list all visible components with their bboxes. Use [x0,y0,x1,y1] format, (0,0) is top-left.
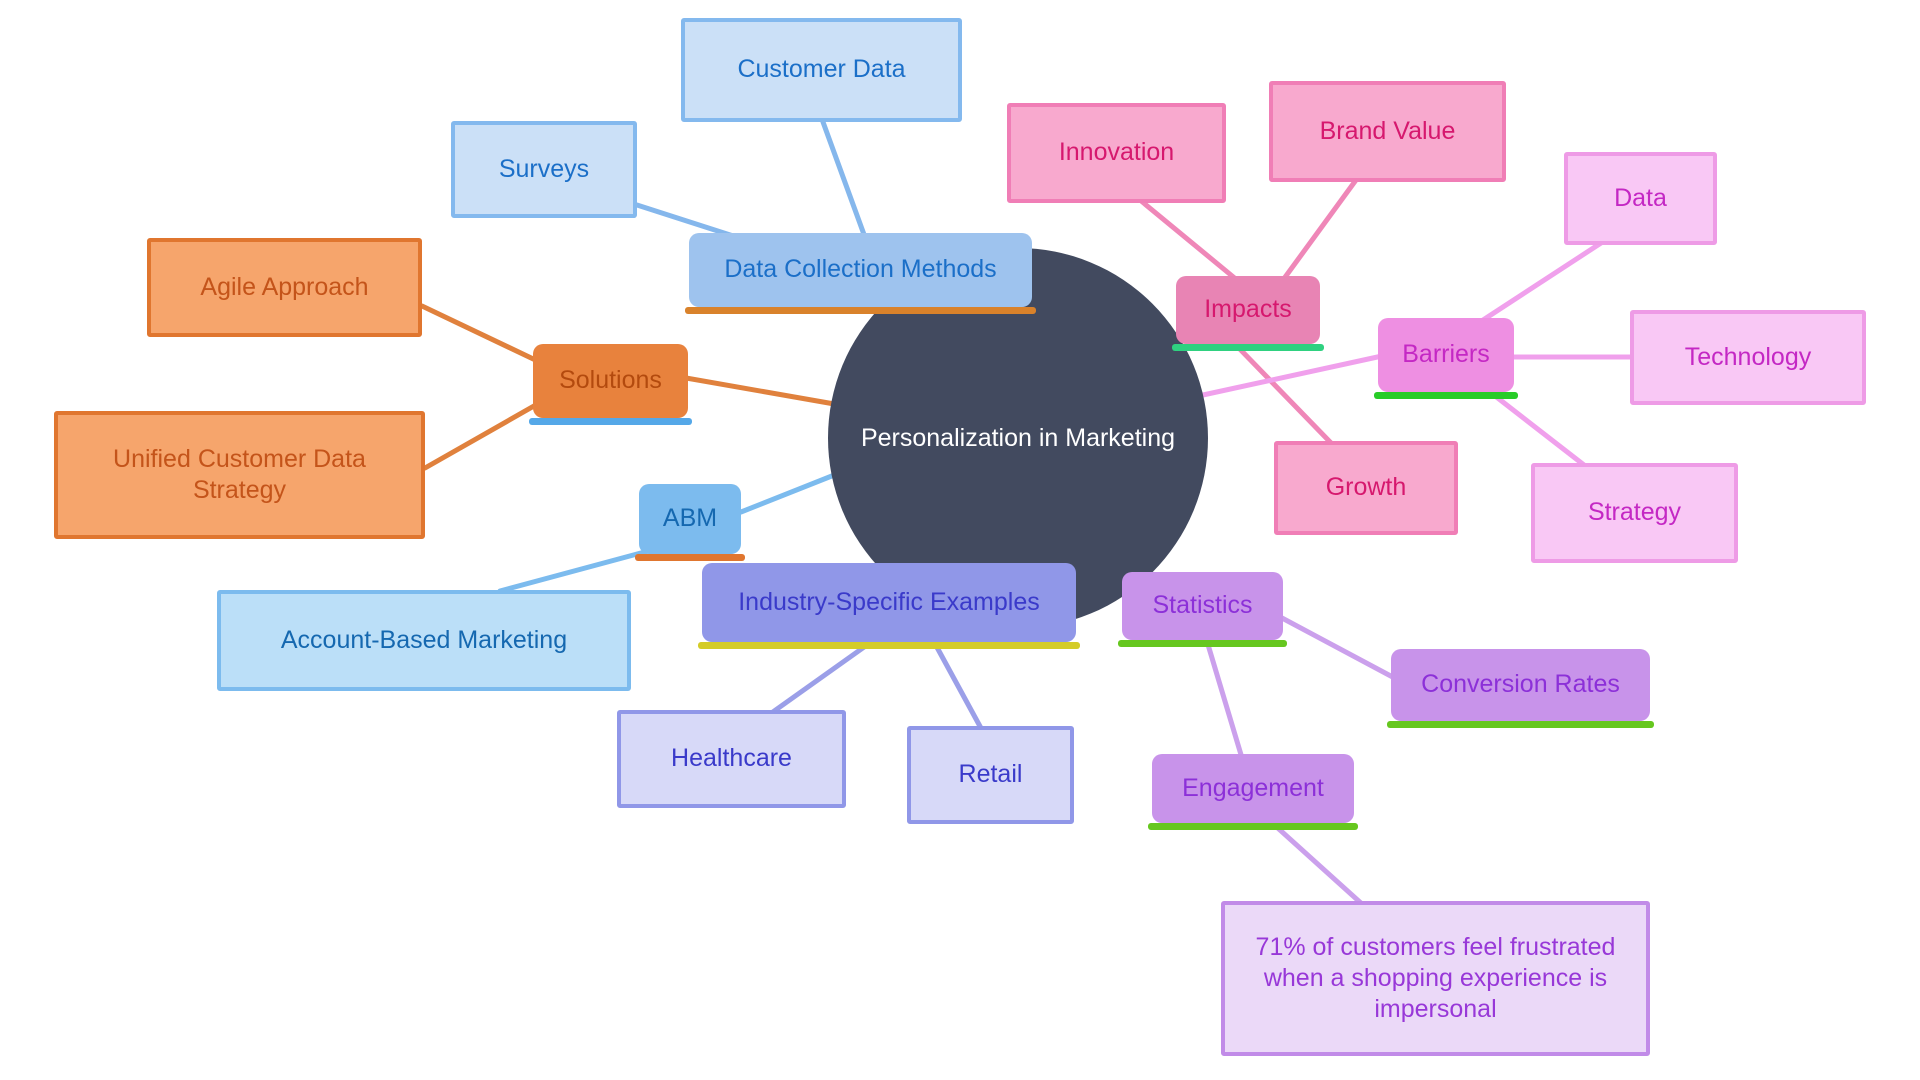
leaf-statistic-71-percent: 71% of customers feel frustrated when a … [1221,901,1650,1056]
leaf-surveys: Surveys [451,121,637,218]
node-label: Conversion Rates [1421,670,1620,699]
connector-conversion-rates [1279,615,1405,685]
node-solutions: Solutions [529,344,692,425]
connector-customer-data [820,119,869,243]
connector-agile-approach [419,303,551,369]
node-label: Engagement [1182,773,1324,802]
leaf-retail: Retail [907,726,1074,824]
connector-statistic-71 [1267,818,1365,907]
leaf-growth: Growth [1274,441,1458,535]
connector-retail [930,637,985,733]
leaf-agile-approach: Agile Approach [147,238,422,337]
leaf-label: Technology [1684,342,1812,371]
node-label: Industry-Specific Examples [738,587,1040,616]
node-abm: ABM [635,484,745,561]
node-industry-specific-examples: Industry-Specific Examples [698,563,1080,649]
leaf-label: Growth [1325,473,1407,502]
connector-innovation [1137,197,1240,283]
connector-engagement [1203,635,1245,761]
leaf-technology: Technology [1630,310,1866,405]
connector-strategy [1487,389,1587,468]
leaf-label: Customer Data [737,55,906,84]
node-data-collection-methods: Data Collection Methods [685,233,1036,314]
connector-data [1477,240,1604,325]
node-label: Statistics [1152,591,1253,620]
leaf-label: Account-Based Marketing [280,625,568,654]
node-label: ABM [662,504,718,533]
node-label: Barriers [1402,340,1490,369]
leaf-brand-value: Brand Value [1269,81,1506,182]
leaf-strategy: Strategy [1531,463,1738,563]
central-topic-label: Personalization in Marketing [860,423,1176,452]
leaf-label: Innovation [1058,138,1175,167]
node-engagement: Engagement [1148,754,1358,830]
leaf-label: Unified Customer Data Strategy [113,444,366,504]
leaf-healthcare: Healthcare [617,710,846,808]
leaf-unified-customer-data-strategy: Unified Customer Data Strategy [54,411,425,539]
leaf-label: Surveys [498,154,590,183]
node-barriers: Barriers [1374,318,1518,399]
node-label: Impacts [1204,295,1292,324]
leaf-label: Data [1614,183,1667,212]
connector-account-based-marketing [497,547,655,594]
connector-healthcare [767,637,877,717]
leaf-label: 71% of customers feel frustrated when a … [1255,932,1616,1024]
leaf-label: Retail [958,760,1023,789]
connector-growth [1230,339,1336,448]
connector-brand-value [1280,177,1359,283]
leaf-data: Data [1564,152,1717,245]
node-statistics: Statistics [1118,572,1287,647]
leaf-label: Strategy [1587,498,1682,527]
leaf-label: Agile Approach [200,272,369,301]
leaf-account-based-marketing: Account-Based Marketing [217,590,631,691]
leaf-label: Brand Value [1319,116,1456,145]
node-label: Data Collection Methods [724,255,997,284]
leaf-innovation: Innovation [1007,103,1226,203]
node-label: Solutions [559,366,662,395]
leaf-customer-data: Customer Data [681,18,962,122]
leaf-label: Healthcare [671,744,792,773]
node-impacts: Impacts [1172,276,1324,351]
connector-barriers-center [1177,353,1385,403]
node-conversion-rates: Conversion Rates [1387,649,1654,728]
connector-unified-strategy [422,395,551,471]
